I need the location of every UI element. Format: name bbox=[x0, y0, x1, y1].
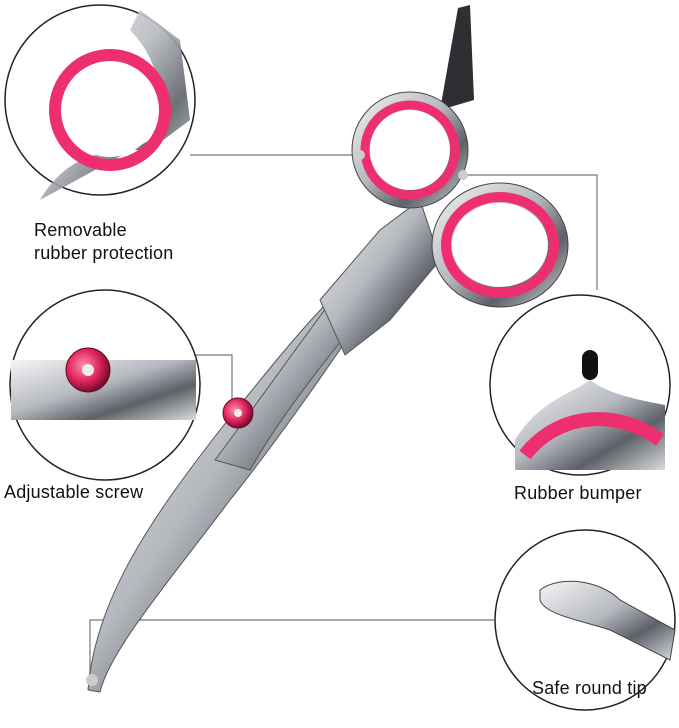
label-rubber-bumper: Rubber bumper bbox=[514, 483, 642, 503]
label-safe-round-tip: Safe round tip bbox=[532, 678, 647, 698]
label-line-2: rubber protection bbox=[34, 243, 174, 263]
detail-bumper bbox=[489, 294, 671, 476]
callout-lines bbox=[89, 154, 598, 680]
scissors bbox=[86, 5, 569, 693]
label-line-1: Removable bbox=[34, 220, 127, 240]
detail-rubber-protection bbox=[4, 4, 196, 200]
detail-round-tip bbox=[494, 529, 676, 711]
detail-screw bbox=[9, 289, 201, 481]
label-adjustable-screw: Adjustable screw bbox=[4, 482, 144, 502]
label-rubber-protection: Removable rubber protection bbox=[34, 219, 173, 265]
